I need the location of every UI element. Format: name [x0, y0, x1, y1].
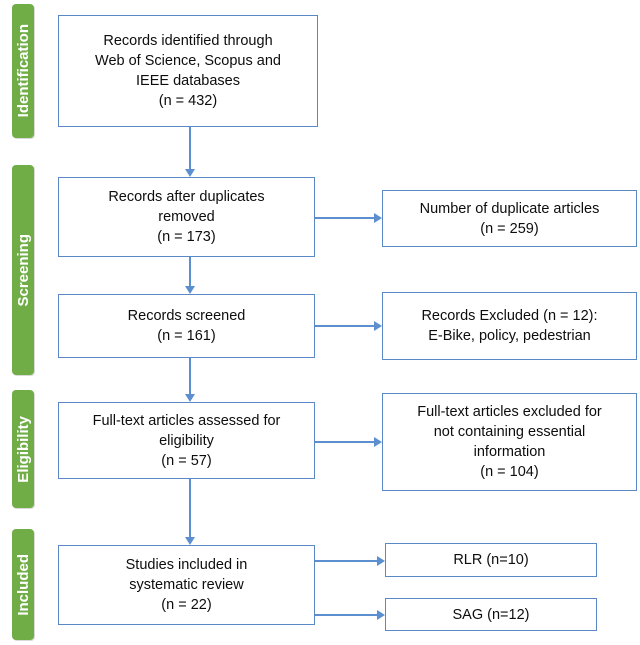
connector-identified-to-duplicates	[189, 127, 191, 169]
arrowhead-duplicates-to-screened	[185, 286, 195, 294]
box-records-excluded: Records Excluded (n = 12): E-Bike, polic…	[382, 292, 637, 360]
arrowhead-screened-to-fulltext	[185, 394, 195, 402]
box-sag-outcome-text: SAG (n=12)	[452, 606, 530, 623]
connector-duplicates-to-side	[315, 217, 374, 219]
connector-fulltext-to-included	[189, 479, 191, 537]
stage-bar-eligibility: Eligibility	[12, 390, 34, 508]
connector-fulltext-to-excluded	[315, 441, 374, 443]
box-records-identified: Records identified through Web of Scienc…	[58, 15, 318, 127]
stage-bar-screening: Screening	[12, 165, 34, 375]
box-rlr-outcome-text: RLR (n=10)	[453, 552, 529, 568]
arrowhead-fulltext-to-included	[185, 537, 195, 545]
stage-label-included: Included	[14, 553, 32, 616]
connector-included-to-rlr	[315, 560, 377, 562]
box-records-screened-text: Records screened (n = 161)	[127, 308, 246, 344]
connector-screened-to-excluded	[315, 325, 374, 327]
box-records-after-duplicates: Records after duplicates removed (n = 17…	[58, 177, 315, 257]
box-fulltext-excluded: Full-text articles excluded for not cont…	[382, 393, 637, 491]
box-records-excluded-text: Records Excluded (n = 12): E-Bike, polic…	[421, 308, 598, 344]
arrowhead-identified-to-duplicates	[185, 169, 195, 177]
arrowhead-duplicates-to-side	[374, 213, 382, 223]
stage-label-screening: Screening	[14, 233, 32, 307]
arrowhead-included-to-rlr	[377, 556, 385, 566]
connector-included-to-sag	[315, 614, 377, 616]
stage-label-identification: Identification	[14, 24, 32, 118]
box-rlr-outcome: RLR (n=10)	[385, 543, 597, 577]
stage-label-eligibility: Eligibility	[14, 415, 32, 483]
box-fulltext-assessed-text: Full-text articles assessed for eligibil…	[92, 412, 281, 469]
box-duplicate-articles: Number of duplicate articles (n = 259)	[382, 190, 637, 247]
arrowhead-included-to-sag	[377, 610, 385, 620]
box-records-after-duplicates-text: Records after duplicates removed (n = 17…	[108, 189, 265, 245]
arrowhead-fulltext-to-excluded	[374, 437, 382, 447]
box-duplicate-articles-text: Number of duplicate articles (n = 259)	[419, 200, 600, 237]
box-records-screened: Records screened (n = 161)	[58, 294, 315, 358]
stage-bar-identification: Identification	[12, 4, 34, 138]
box-studies-included-text: Studies included in systematic review (n…	[125, 557, 248, 613]
box-records-identified-text: Records identified through Web of Scienc…	[95, 33, 281, 109]
arrowhead-screened-to-excluded	[374, 321, 382, 331]
connector-duplicates-to-screened	[189, 257, 191, 286]
box-fulltext-assessed: Full-text articles assessed for eligibil…	[58, 402, 315, 479]
box-sag-outcome: SAG (n=12)	[385, 598, 597, 631]
connector-screened-to-fulltext	[189, 358, 191, 394]
stage-bar-included: Included	[12, 529, 34, 640]
box-studies-included: Studies included in systematic review (n…	[58, 545, 315, 625]
box-fulltext-excluded-text: Full-text articles excluded for not cont…	[417, 404, 602, 480]
